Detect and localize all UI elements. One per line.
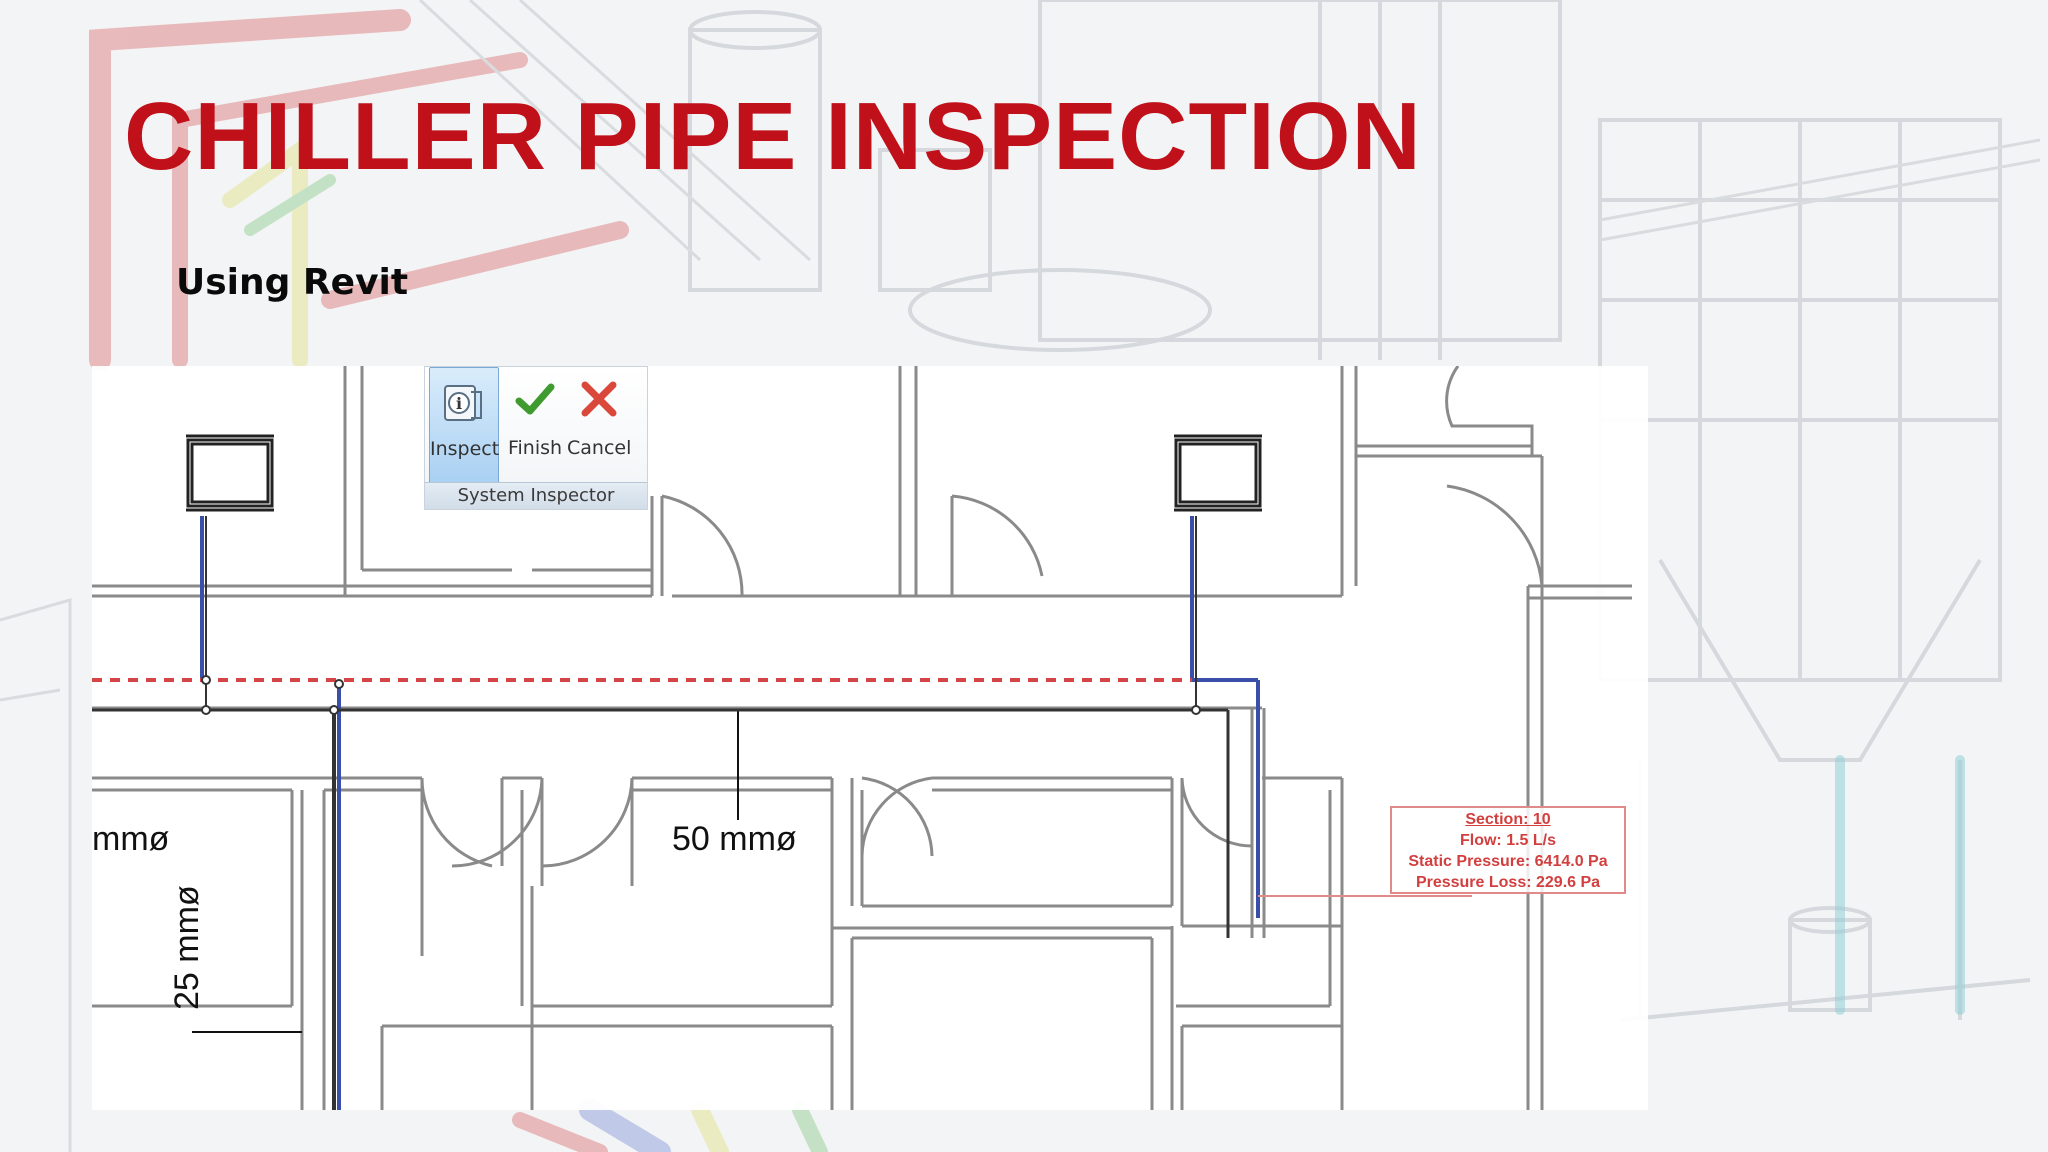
tag-pressure-loss: Pressure Loss: 229.6 Pa [1415,874,1601,891]
cancel-label: Cancel [567,437,632,459]
checkmark-icon [503,377,567,435]
page-subtitle: Using Revit [176,262,409,303]
pipe-size-label-vertical: 25 mmø [168,885,206,1010]
cancel-button[interactable]: Cancel [567,367,631,485]
pipe-size-label-middle: 50 mmø [672,820,797,858]
revit-floor-plan [92,366,1648,1110]
finish-button[interactable]: Finish [503,367,567,485]
tag-section: Section: 10 [1465,811,1551,828]
inspect-button[interactable]: i Inspect [429,367,499,485]
finish-label: Finish [507,437,563,459]
pipe-size-label-left: mmø [92,820,170,858]
system-inspector-panel: i Inspect Finish Cancel System Inspector [424,366,648,510]
tag-static-pressure: Static Pressure: 6414.0 Pa [1408,853,1608,870]
pipe-inspector-tag: Section: 10 Flow: 1.5 L/s Static Pressur… [1390,806,1626,894]
ribbon-group-label: System Inspector [425,482,647,509]
cancel-x-icon [567,377,631,435]
svg-text:i: i [456,394,462,413]
tag-flow: Flow: 1.5 L/s [1459,832,1556,849]
inspect-icon: i [430,378,498,436]
page-title: CHILLER PIPE INSPECTION [124,83,1422,190]
inspect-label: Inspect [430,438,500,460]
